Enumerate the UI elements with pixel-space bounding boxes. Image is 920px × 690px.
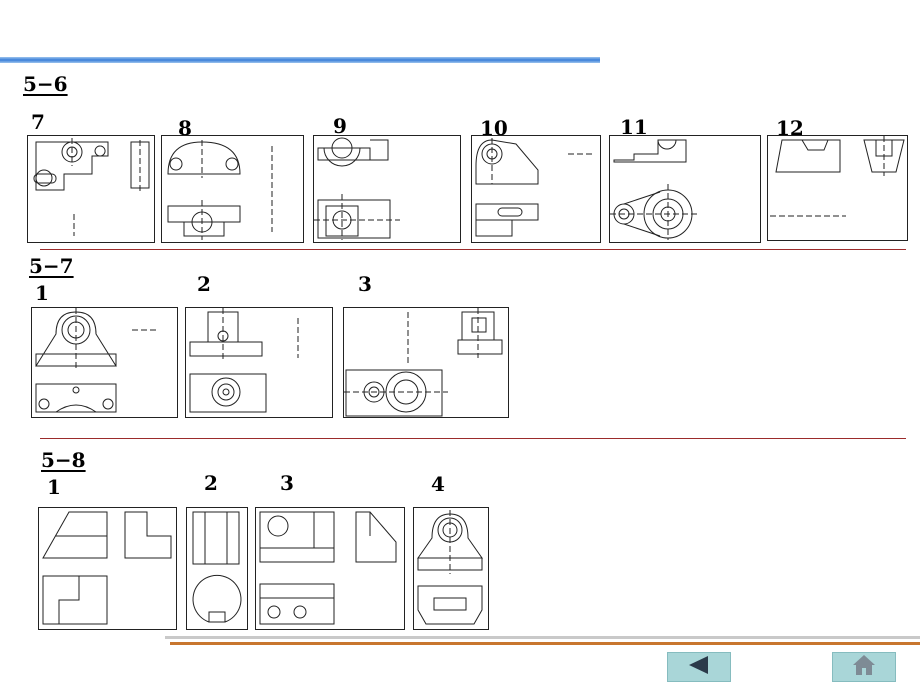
item-label: 2 — [204, 471, 218, 495]
section-divider — [40, 249, 906, 250]
section-title-5-6: 5−6 — [23, 72, 68, 96]
house-icon — [851, 653, 877, 681]
triangle-left-icon — [686, 654, 712, 680]
drawing-thumbnail[interactable] — [413, 507, 489, 630]
item-label: 1 — [35, 281, 49, 305]
drawing-thumbnail[interactable] — [31, 307, 178, 418]
item-label: 3 — [280, 471, 294, 495]
item-label: 3 — [358, 272, 372, 296]
drawing-thumbnail[interactable] — [471, 135, 601, 243]
item-label: 1 — [47, 475, 61, 499]
drawing-thumbnail[interactable] — [255, 507, 405, 630]
item-label: 9 — [333, 114, 347, 138]
header-rule — [0, 57, 600, 63]
item-label: 11 — [620, 115, 648, 139]
item-label: 12 — [776, 116, 804, 140]
drawing-thumbnail[interactable] — [185, 307, 333, 418]
item-label: 7 — [31, 110, 45, 134]
home-button[interactable] — [832, 652, 896, 682]
item-label: 4 — [431, 472, 445, 496]
drawing-thumbnail[interactable] — [38, 507, 177, 630]
drawing-thumbnail[interactable] — [313, 135, 461, 243]
footer-rule-orange — [170, 642, 920, 645]
section-divider — [40, 438, 906, 439]
item-label: 10 — [480, 116, 508, 140]
drawing-thumbnail[interactable] — [161, 135, 304, 243]
drawing-thumbnail[interactable] — [186, 507, 248, 630]
drawing-thumbnail[interactable] — [767, 135, 908, 241]
item-label: 2 — [197, 272, 211, 296]
back-button[interactable] — [667, 652, 731, 682]
drawing-thumbnail[interactable] — [343, 307, 509, 418]
footer-rule-grey — [165, 636, 920, 639]
drawing-thumbnail[interactable] — [27, 135, 155, 243]
item-label: 8 — [178, 116, 192, 140]
section-title-5-8: 5−8 — [41, 448, 86, 472]
section-title-5-7: 5−7 — [29, 254, 74, 278]
drawing-thumbnail[interactable] — [609, 135, 761, 243]
